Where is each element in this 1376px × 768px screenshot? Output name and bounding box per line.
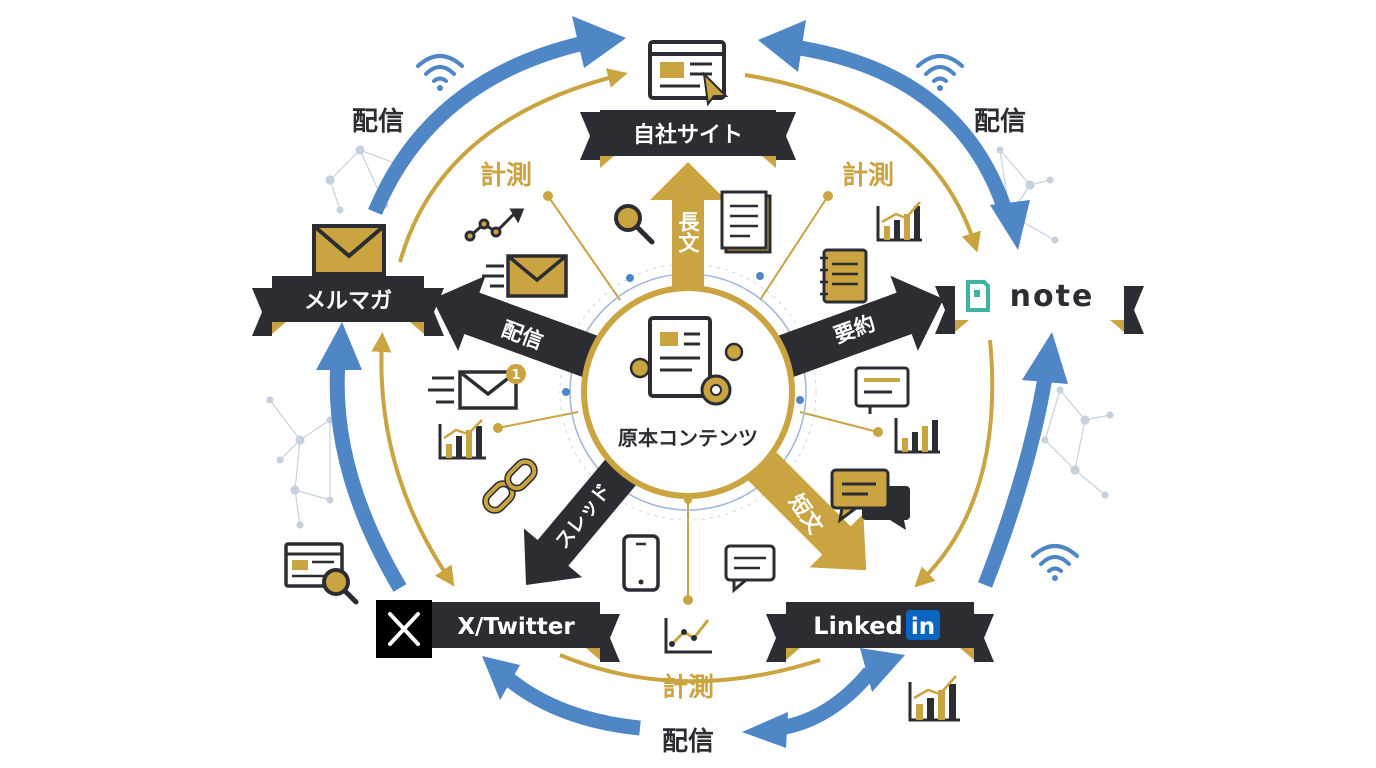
gold-arc-linkedin-twitter	[559, 653, 821, 684]
trend-line-icon	[464, 208, 525, 242]
smartphone-icon	[622, 534, 660, 592]
bar-chart-icon	[438, 419, 486, 460]
chat-bubbles-icon	[830, 468, 910, 530]
label-distribution-top-left: 配信	[352, 107, 404, 137]
trend-chart-icon	[664, 618, 712, 654]
banner-note: note	[935, 274, 1144, 334]
linkedin-badge-label: in	[911, 614, 935, 640]
bar-chart-icon	[894, 418, 940, 454]
gold-arc-twitter-mail	[371, 332, 455, 587]
label-measurement-top-left: 計測	[480, 160, 532, 191]
arrow-to-note	[755, 275, 944, 386]
chat-bubble-icon	[724, 544, 776, 594]
document-icon	[720, 190, 772, 254]
wifi-icon	[916, 54, 964, 91]
note-label: note	[1010, 279, 1095, 314]
label-measurement-bottom: 計測	[662, 672, 714, 703]
banner-mail: メルマガ	[252, 276, 444, 336]
document-gear-icon	[629, 316, 744, 406]
main-arrows	[432, 162, 944, 586]
note-logo-icon	[966, 280, 990, 312]
network-left-bottom	[266, 396, 334, 529]
arrow-to-twitter	[523, 440, 652, 586]
label-measurement-top-right: 計測	[842, 160, 894, 191]
bar-chart-icon	[908, 675, 960, 722]
x-mark-icon	[388, 612, 420, 646]
blue-arrow-mail-to-site	[368, 16, 626, 215]
web-search-icon	[284, 542, 359, 605]
wifi-icon	[1031, 544, 1079, 581]
email-notification-icon	[428, 364, 526, 410]
blue-arrow-linkedin-bottom	[742, 648, 905, 748]
envelope-icon	[312, 224, 386, 276]
wifi-icon	[416, 54, 464, 91]
center-content-node: 原本コンテンツ	[581, 285, 795, 499]
blue-distribution-arrows	[316, 16, 1068, 748]
chain-link-icon	[482, 458, 538, 514]
gold-arc-mail-site	[398, 68, 628, 263]
card-icon	[854, 366, 910, 414]
browser-window-icon	[648, 40, 729, 107]
bar-chart-icon	[876, 201, 922, 242]
gold-arc-note-linkedin	[914, 339, 995, 588]
arrow-label-long: 長文	[676, 211, 700, 254]
linkedin-badge-icon	[906, 610, 940, 640]
arrow-to-site	[650, 162, 726, 300]
fast-envelope-icon	[482, 254, 568, 298]
blue-arrow-site-note	[758, 20, 1030, 250]
notification-badge-count: 1	[511, 368, 520, 383]
banner-twitter: X/Twitter	[376, 600, 620, 662]
connector-lines	[493, 191, 883, 605]
blue-arrow-twitter-bottom	[482, 656, 641, 736]
banner-linkedin: Linked in	[766, 602, 994, 662]
network-right-bottom	[1041, 386, 1114, 499]
label-distribution-top-right: 配信	[974, 107, 1026, 137]
magnifier-icon	[614, 204, 655, 245]
label-distribution-bottom: 配信	[662, 727, 714, 757]
arrow-to-mail	[432, 275, 621, 386]
arrow-to-linkedin	[730, 434, 867, 571]
mail-label: メルマガ	[304, 289, 392, 314]
center-label: 原本コンテンツ	[618, 426, 758, 450]
blue-arrow-linkedin-to-note	[978, 332, 1068, 588]
gold-measurement-arcs	[371, 68, 995, 684]
linkedin-label: Linked	[813, 612, 902, 640]
site-label: 自社サイト	[633, 122, 743, 148]
gold-arc-site-note	[744, 73, 981, 253]
banner-site: 自社サイト	[580, 110, 796, 168]
twitter-label: X/Twitter	[457, 614, 575, 640]
notepad-icon	[820, 248, 868, 304]
